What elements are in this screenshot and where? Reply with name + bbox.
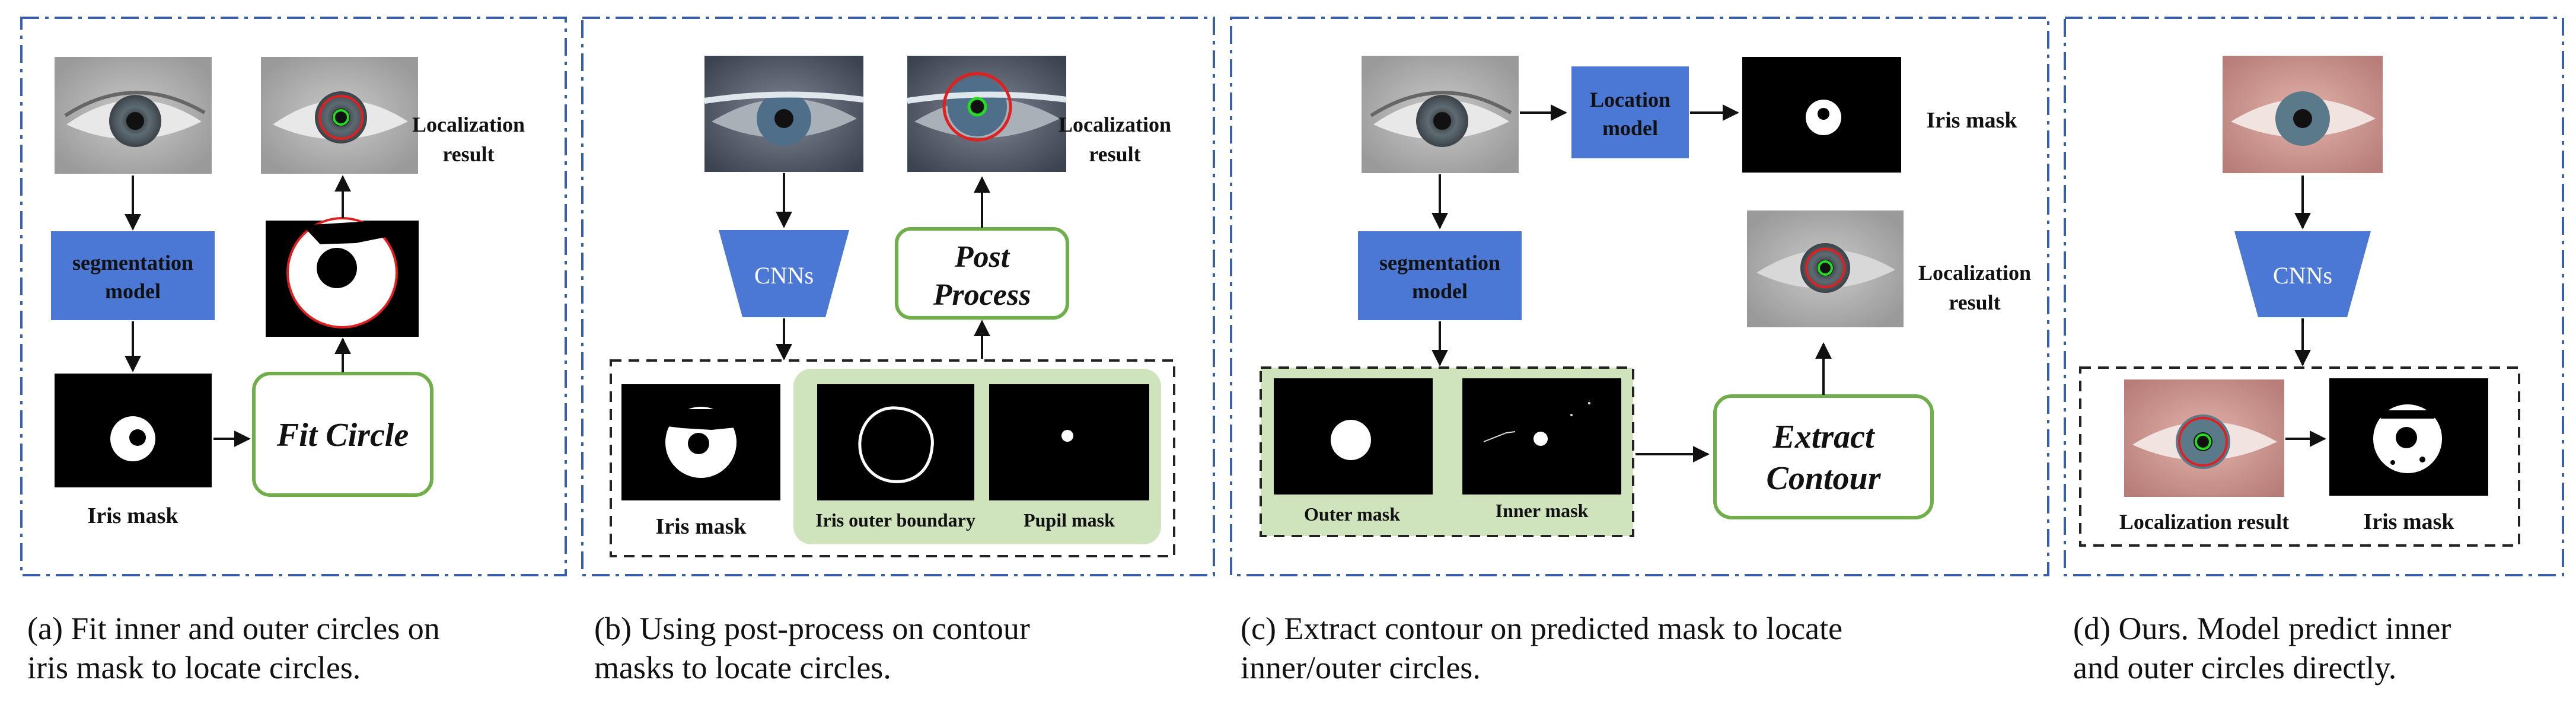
localization-result-label: Localization result [2119, 510, 2289, 534]
eye-photo-icon [55, 57, 212, 174]
outer-mask-label: Outer mask [1304, 503, 1400, 525]
cnns-box [719, 230, 849, 317]
cnns-box [2234, 231, 2371, 317]
outputs-group [2079, 366, 2520, 547]
mask-icon [2329, 378, 2488, 496]
iris-outer-boundary-label: Iris outer boundary [815, 509, 975, 531]
mask-icon [1462, 378, 1621, 495]
eye-photo-icon [704, 56, 864, 172]
iris-mask-label: Iris mask [1926, 108, 2017, 133]
post-process-box [895, 227, 1069, 320]
mask-icon [55, 374, 212, 487]
segmentation-model-box [51, 231, 215, 320]
eye-photo-icon [261, 57, 418, 174]
mask-icon [1742, 57, 1901, 173]
outputs-group [610, 359, 1175, 557]
iris-mask-label: Iris mask [2363, 509, 2454, 534]
inner-mask-label: Inner mask [1496, 500, 1589, 521]
mask-icon [817, 384, 974, 500]
panel-d-border [2064, 17, 2564, 576]
eye-photo-icon [1362, 56, 1519, 173]
fit-circle-label: Fit Circle [276, 417, 409, 454]
cnns-label: CNNs [2273, 262, 2332, 289]
mask-icon [621, 384, 780, 500]
eye-photo-icon [1747, 210, 1904, 327]
mask-icon [266, 217, 419, 337]
cnns-label: CNNs [754, 262, 814, 289]
panel-c-border [1230, 17, 2049, 576]
caption-c: (c) Extract contour on predicted mask to… [1241, 611, 1842, 685]
fit-circle-box [252, 372, 433, 497]
iris-mask-label: Iris mask [655, 514, 747, 539]
location-model-box [1571, 66, 1689, 158]
eye-photo-icon [2223, 56, 2383, 173]
iris-mask-label: Iris mask [87, 503, 178, 528]
panel-d: CNNs Localization result Iris mask (d) O… [2064, 17, 2564, 685]
eye-photo-icon [907, 56, 1067, 172]
mask-icon [989, 384, 1149, 500]
pupil-mask-label: Pupil mask [1024, 509, 1115, 531]
panel-a-border [20, 17, 567, 576]
panel-b-border [581, 17, 1215, 576]
segmentation-model-box [1358, 231, 1522, 320]
mask-icon [1274, 378, 1433, 495]
eye-photo-icon [2124, 379, 2284, 497]
extract-contour-box [1713, 394, 1934, 519]
